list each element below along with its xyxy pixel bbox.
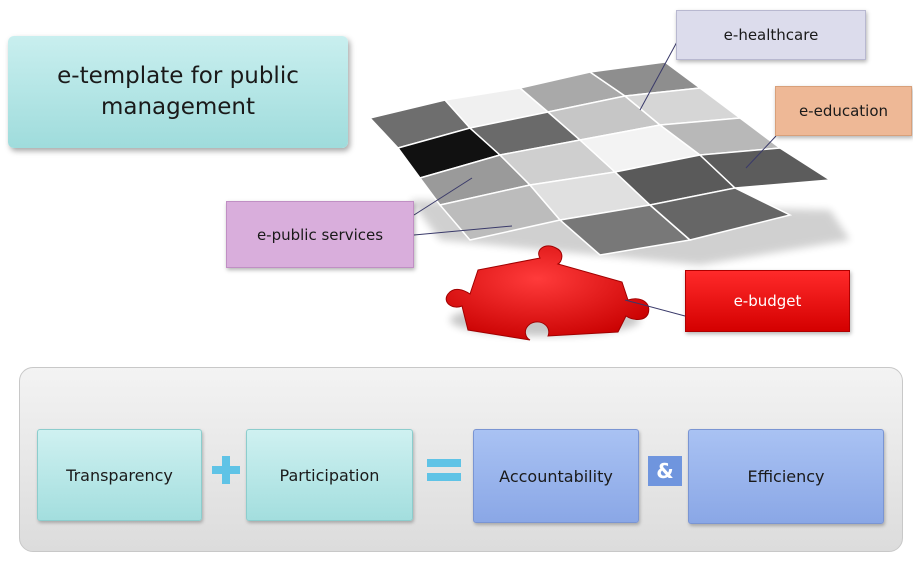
puzzle-piece: [648, 187, 793, 241]
ampersand-icon: &: [648, 456, 682, 486]
efficiency-box: Efficiency: [688, 429, 884, 524]
label-e-budget: e-budget: [685, 270, 850, 332]
label-e-public-services: e-public services: [226, 201, 414, 268]
connector-line: [745, 135, 777, 169]
puzzle-piece: [698, 147, 833, 189]
red-puzzle-piece: [445, 245, 650, 341]
connector-line: [639, 39, 679, 111]
participation-box: Participation: [246, 429, 413, 521]
label-e-education: e-education: [775, 86, 912, 136]
connector-line: [624, 299, 686, 317]
label-e-healthcare: e-healthcare: [676, 10, 866, 60]
plus-icon: [212, 456, 240, 484]
transparency-box: Transparency: [37, 429, 202, 521]
accountability-box: Accountability: [473, 429, 639, 523]
title-box: e-template for public management: [8, 36, 348, 148]
equals-icon: [427, 459, 461, 481]
puzzle-illustration: [368, 39, 850, 341]
connector-line: [413, 225, 513, 236]
connector-line: [413, 177, 473, 216]
